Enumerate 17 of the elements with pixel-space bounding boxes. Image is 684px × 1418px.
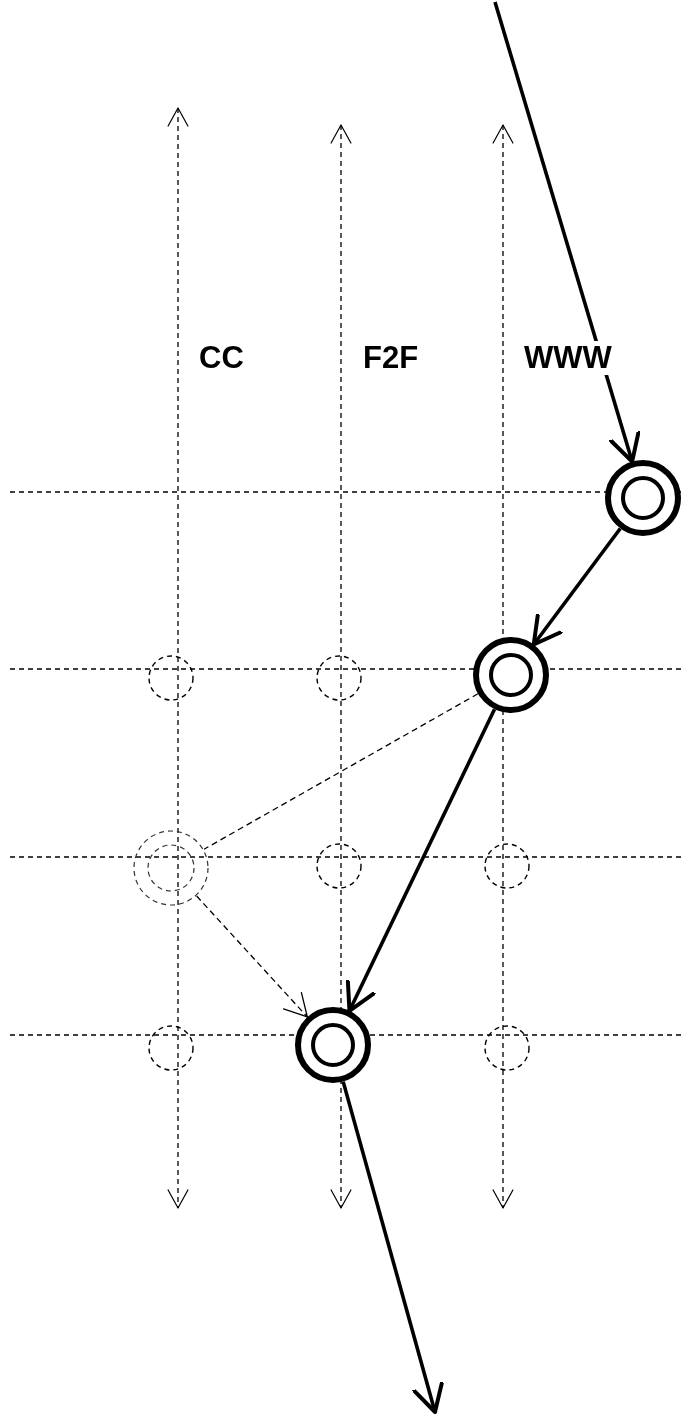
dashed-circle (148, 1025, 194, 1071)
double-circle (473, 637, 549, 713)
dashed-double-circle (133, 830, 209, 906)
dashed-circle (316, 655, 362, 701)
dashed-circle (484, 843, 530, 889)
dashed-arrow (196, 895, 308, 1018)
double-circle (295, 1007, 371, 1083)
arrow (341, 1081, 444, 1414)
dashed-circle (316, 843, 362, 889)
arrow (493, 1, 641, 464)
double-circle (605, 460, 681, 536)
dashed-circle (148, 655, 194, 701)
arrow (531, 527, 622, 647)
dashed-circle (484, 1025, 530, 1071)
dashed-line (203, 693, 479, 850)
arrow (345, 708, 497, 1013)
column-label: WWW (522, 341, 614, 375)
